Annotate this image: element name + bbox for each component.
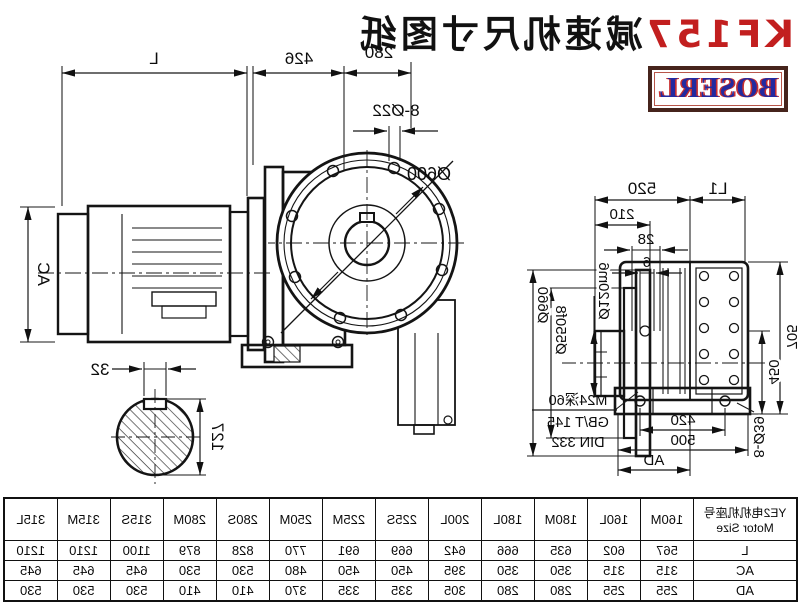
table-cell: 530 [57,580,111,601]
table-cell: 1210 [4,540,58,561]
flange-front-view [268,150,464,338]
table-cell: 530 [110,580,164,601]
motor-size-header-en: Motor Size [716,521,774,535]
row-label: AD [693,580,797,601]
table-cell: 410 [163,580,217,601]
table-cell: 645 [110,560,164,581]
dim-500: 500 [670,432,695,449]
note-din332: DIN 332 [551,435,604,451]
dim-L1: L1 [709,179,728,198]
table-cell: 395 [428,560,482,581]
dimension-lines [20,62,788,476]
dim-o550f8: Ø550f8 [552,305,569,354]
table-cell: 370 [269,580,323,601]
table-cell: 567 [640,540,694,561]
column-header: 225S [375,498,429,541]
table-cell: 770 [269,540,323,561]
dim-6: 6 [643,254,651,271]
dim-AD: AD [643,452,664,469]
table-cell: 280 [481,580,535,601]
dim-420: 420 [670,412,695,429]
column-header: 315M [57,498,111,541]
table-cell: 645 [4,560,58,581]
dim-210: 210 [609,206,634,223]
column-header: 280M [163,498,217,541]
row-label: AC [693,560,797,581]
table-cell: 305 [428,580,482,601]
column-header: 200L [428,498,482,541]
dim-280: 280 [365,43,393,62]
table-cell: 335 [322,580,376,601]
table-cell: 642 [428,540,482,561]
table-cell: 255 [640,580,694,601]
dim-8-o22: 8-Ø22 [372,101,419,120]
table-cell: 280 [534,580,588,601]
column-header: 225M [322,498,376,541]
table-cell: 828 [216,540,270,561]
table-cell: 255 [587,580,641,601]
column-header: 250M [269,498,323,541]
table-cell: 530 [4,580,58,601]
table-cell: 315 [587,560,641,581]
table-cell: 1210 [57,540,111,561]
table-cell: 669 [375,540,429,561]
table-cell: 335 [375,580,429,601]
shaft-section-view [108,389,200,484]
row-label: L [693,540,797,561]
note-gbt145: GB/T 145 [547,415,609,431]
table-cell: 410 [216,580,270,601]
table-cell: 450 [375,560,429,581]
dimension-labels: L 426 280 8-Ø22 Ø600 AC 32 127 520 L1 21… [34,43,800,469]
table-cell: 480 [269,560,323,581]
table-cell: 350 [481,560,535,581]
dim-426: 426 [285,49,313,68]
table-cell: 879 [163,540,217,561]
table-cell: 691 [322,540,376,561]
drawing-svg: L 426 280 8-Ø22 Ø600 AC 32 127 520 L1 21… [20,43,800,484]
dim-28: 28 [638,231,655,248]
table-cell: 645 [57,560,111,581]
table-cell: 602 [587,540,641,561]
column-header: 280S [216,498,270,541]
table-cell: 635 [534,540,588,561]
table-cell: 666 [481,540,535,561]
column-header: 160M [640,498,694,541]
dim-32: 32 [91,360,110,379]
table-cell: 530 [216,560,270,581]
column-header: 180L [481,498,535,541]
bolt-holes [285,161,449,325]
dim-520: 520 [628,179,656,198]
table-cell: 450 [322,560,376,581]
column-header: 160L [587,498,641,541]
dim-o600: Ø600 [407,164,451,184]
column-header: 315S [110,498,164,541]
dim-450: 450 [765,359,782,384]
dim-o660: Ø660 [534,287,551,324]
table-cell: 1100 [110,540,164,561]
cover-bolts [639,270,740,386]
column-header: 315L [4,498,58,541]
table-cell: 350 [534,560,588,581]
dim-AC: AC [34,262,53,286]
motor-size-header-cn: YE2电机机座号 [703,506,787,520]
note-m24: M24深60 [549,392,608,409]
dim-127: 127 [208,423,227,451]
table-cell: 530 [163,560,217,581]
column-header: 180M [534,498,588,541]
dim-o120m6: Ø120m6 [595,262,612,320]
table-cell: 315 [640,560,694,581]
dim-705: 705 [783,324,800,349]
dim-L: L [149,49,158,68]
dim-8-o39: 8-Ø39 [750,416,767,458]
